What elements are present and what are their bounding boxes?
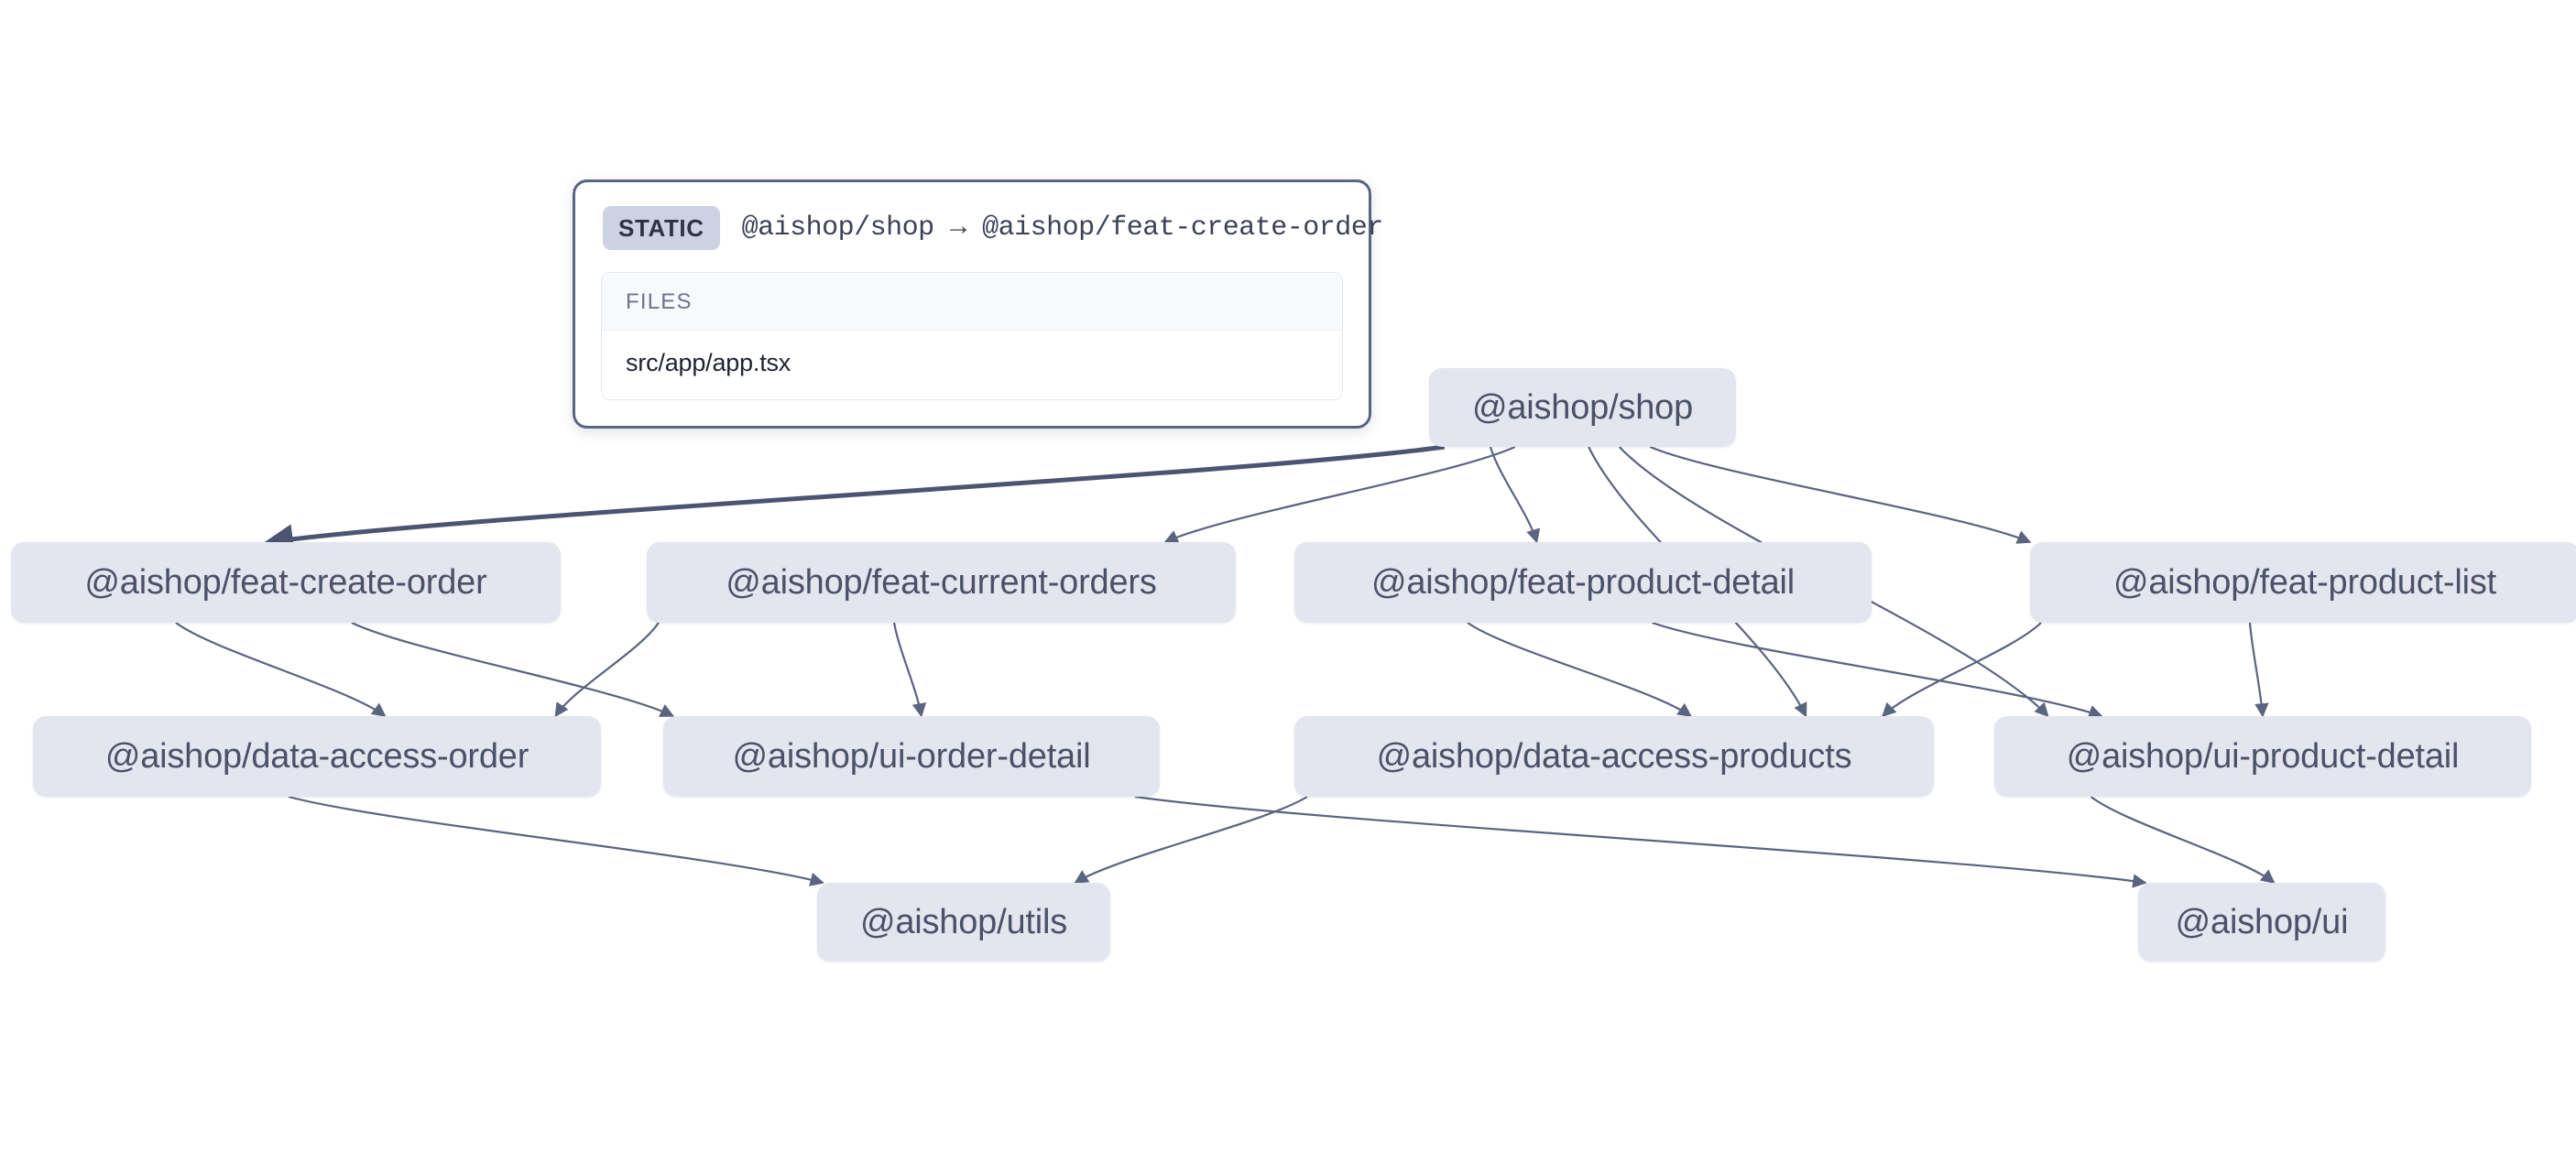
graph-edge[interactable] [1467, 622, 1693, 717]
graph-edge[interactable] [175, 622, 387, 717]
graph-node-utils[interactable]: @aishop/utils [817, 883, 1110, 962]
graph-node-shop[interactable]: @aishop/shop [1429, 368, 1736, 447]
graph-node-label: @aishop/feat-create-order [84, 562, 487, 602]
graph-node-feat-create-order[interactable]: @aishop/feat-create-order [11, 542, 561, 623]
graph-edge[interactable] [1489, 446, 1541, 544]
graph-node-feat-product-list[interactable]: @aishop/feat-product-list [2030, 542, 2576, 623]
tooltip-files-panel: FILES src/app/app.tsx [601, 272, 1343, 400]
graph-edge[interactable] [2248, 622, 2269, 718]
graph-edge[interactable] [1134, 795, 2147, 888]
tooltip-header: STATIC @aishop/shop → @aishop/feat-creat… [575, 182, 1383, 259]
graph-edge[interactable] [1652, 621, 2103, 719]
edge-tooltip[interactable]: STATIC @aishop/shop → @aishop/feat-creat… [573, 179, 1383, 429]
graph-node-feat-product-detail[interactable]: @aishop/feat-product-detail [1294, 542, 1872, 623]
graph-node-ui[interactable]: @aishop/ui [2138, 883, 2385, 962]
graph-node-label: @aishop/data-access-products [1376, 736, 1852, 776]
graph-edge[interactable] [1163, 445, 1516, 544]
graph-node-label: @aishop/ui [2175, 902, 2349, 941]
graph-edge[interactable] [2090, 796, 2276, 884]
graph-node-ui-product-detail[interactable]: @aishop/ui-product-detail [1994, 716, 2531, 797]
graph-node-ui-order-detail[interactable]: @aishop/ui-order-detail [663, 716, 1160, 797]
graph-edge[interactable] [554, 622, 660, 718]
tooltip-title: @aishop/shop → @aishop/feat-create-order [741, 212, 1384, 244]
graph-edge[interactable] [263, 444, 1446, 554]
graph-node-data-access-order[interactable]: @aishop/data-access-order [33, 716, 601, 797]
graph-edge[interactable] [1649, 445, 2032, 544]
graph-node-label: @aishop/ui-product-detail [2066, 736, 2460, 776]
graph-node-label: @aishop/utils [859, 902, 1068, 941]
graph-edge[interactable] [351, 622, 675, 717]
tooltip-files-header: FILES [602, 273, 1342, 331]
graph-edge[interactable] [288, 795, 824, 886]
graph-edge[interactable] [1074, 796, 1308, 884]
graph-node-label: @aishop/ui-order-detail [732, 736, 1091, 776]
graph-node-data-access-products[interactable]: @aishop/data-access-products [1294, 716, 1934, 797]
tooltip-type-badge: STATIC [603, 206, 720, 250]
graph-node-label: @aishop/feat-product-list [2113, 562, 2496, 602]
tooltip-files-list: src/app/app.tsx [602, 331, 1342, 399]
tooltip-file-row: src/app/app.tsx [602, 331, 1342, 399]
graph-node-label: @aishop/feat-product-detail [1371, 562, 1795, 602]
graph-node-label: @aishop/feat-current-orders [726, 562, 1157, 602]
graph-edge[interactable] [892, 622, 927, 718]
graph-node-feat-current-orders[interactable]: @aishop/feat-current-orders [647, 542, 1236, 623]
graph-edge[interactable] [1882, 622, 2042, 718]
graph-node-label: @aishop/data-access-order [104, 736, 529, 776]
graph-node-label: @aishop/shop [1471, 387, 1694, 427]
